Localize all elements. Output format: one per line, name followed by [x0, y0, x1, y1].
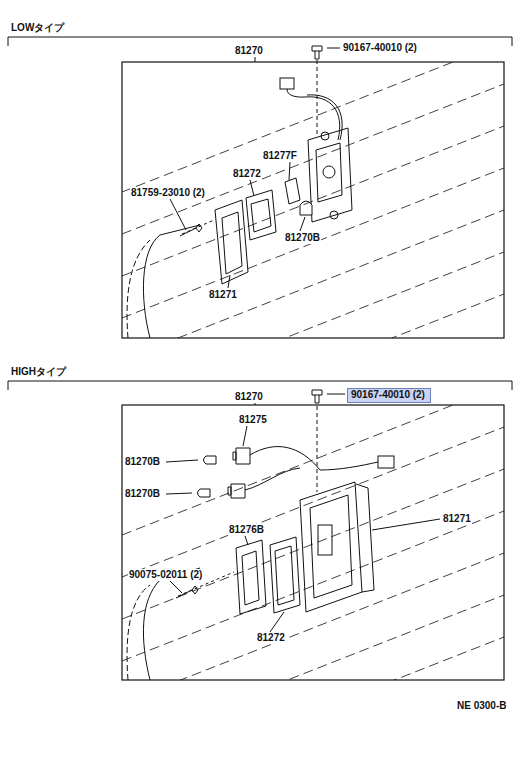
body-line: [122, 294, 504, 338]
body-line: [122, 252, 504, 338]
leader-line: [228, 275, 230, 288]
wire: [250, 447, 378, 470]
lens: [215, 200, 248, 284]
part-number: 90167-40010 (2): [342, 42, 418, 54]
body-line: [122, 405, 504, 535]
part-number: 81271: [208, 289, 238, 301]
wire: [245, 468, 300, 490]
socket: [228, 484, 245, 498]
leader-line: [245, 536, 248, 545]
leader-line: [255, 57, 256, 62]
leader-line: [300, 217, 305, 231]
body-line: [122, 553, 504, 680]
center-line: [317, 60, 318, 140]
section-heading: HIGHタイプ: [10, 366, 67, 378]
body-line: [122, 168, 504, 318]
lens: [236, 540, 266, 614]
bulb: [300, 201, 312, 215]
part-number: 81270: [234, 45, 264, 57]
section-heading: LOWタイプ: [10, 22, 65, 34]
body-line: [122, 62, 504, 192]
leader-line: [327, 48, 340, 49]
view-frame: [122, 62, 504, 338]
connector: [280, 78, 294, 89]
leader-line: [170, 581, 182, 593]
body-line: [122, 637, 504, 680]
part-number: 81270B: [284, 232, 321, 244]
socket: [233, 448, 250, 464]
connector: [378, 456, 394, 468]
part-number: 81272: [232, 168, 262, 180]
leader-line: [289, 162, 290, 180]
body-line: [122, 595, 504, 680]
leader-line: [327, 394, 345, 395]
lens: [242, 551, 259, 605]
body-line: [122, 126, 504, 276]
leader-line: [270, 612, 284, 632]
leader-line: [372, 519, 440, 530]
wire: [287, 88, 340, 140]
leader-line: [243, 426, 247, 446]
body-edge: [143, 568, 200, 680]
bolt: [312, 390, 322, 403]
highlighted-part-number: 90167-40010 (2): [347, 388, 431, 403]
lens: [222, 212, 242, 274]
part-number: 81277F: [262, 150, 298, 162]
part-number: 81270: [234, 391, 264, 403]
body-line: [122, 511, 504, 661]
part-number: 81759-23010 (2): [130, 187, 206, 199]
lamp-housing: [300, 482, 374, 612]
gasket: [246, 190, 276, 240]
body-line: [122, 469, 504, 619]
part-number: 90075-02011 (2): [128, 569, 203, 581]
body-edge: [127, 585, 150, 680]
body-edge: [143, 225, 200, 338]
leader-line: [166, 493, 192, 494]
body-line: [122, 427, 504, 577]
view-frame: [122, 405, 504, 680]
body-line: [122, 210, 504, 338]
body-edge: [127, 240, 150, 338]
bolt: [312, 46, 322, 59]
center-line: [182, 220, 214, 234]
part-number: 90167-40010 (2): [351, 389, 425, 400]
part-number: 81272: [256, 632, 286, 644]
center-line: [317, 406, 318, 492]
part-number: 81275: [238, 414, 268, 426]
part-number: 81276B: [228, 524, 265, 536]
leader-line: [166, 460, 198, 462]
part-number: 81271: [442, 513, 472, 525]
gasket: [270, 537, 300, 613]
section-bracket: [8, 381, 512, 390]
gasket: [251, 199, 271, 232]
reflector: [285, 178, 300, 204]
body-line: [122, 84, 504, 234]
lamp-housing: [308, 128, 352, 222]
part-number: 81270B: [124, 488, 161, 500]
leader-line: [255, 403, 256, 405]
figure-code: NE 0300-B: [456, 700, 507, 712]
bulb: [204, 456, 217, 464]
part-number: 81270B: [124, 456, 161, 468]
bulb: [198, 489, 211, 497]
